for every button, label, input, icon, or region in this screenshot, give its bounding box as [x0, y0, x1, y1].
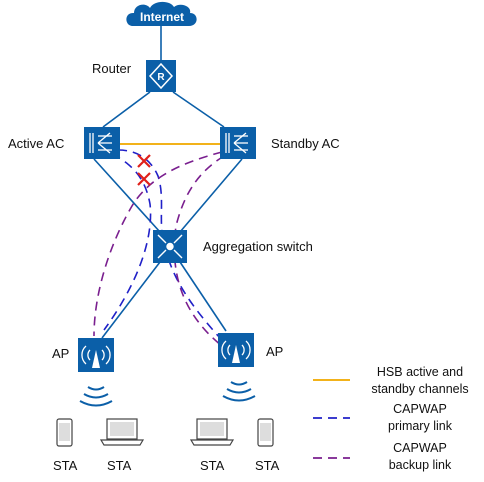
- sta-label: STA: [107, 458, 132, 473]
- phone-icon: [56, 418, 73, 447]
- router-label: Router: [92, 61, 132, 76]
- standby-ac-label: Standby AC: [271, 136, 340, 151]
- legend-backup-line2: backup link: [389, 458, 452, 472]
- active-ac-label: Active AC: [8, 136, 64, 151]
- legend-primary-line2: primary link: [388, 419, 453, 433]
- sta-label: STA: [255, 458, 280, 473]
- ap-left-label: AP: [52, 346, 69, 361]
- primary-link-right-ap: [117, 149, 221, 339]
- active-ac-icon: [84, 127, 120, 159]
- link-failure-marks: [137, 154, 151, 186]
- backup-link-right-ap: [173, 155, 225, 347]
- link-router-active-ac: [102, 91, 151, 128]
- legend: HSB active and standby channels CAPWAP p…: [313, 365, 469, 472]
- legend-hsb-line1: HSB active and: [377, 365, 463, 379]
- router-icon: R: [146, 60, 176, 92]
- backup-link-left-ap: [93, 151, 223, 337]
- link-switch-ap-right: [179, 261, 227, 332]
- link-standby-ac-switch: [179, 158, 243, 233]
- link-active-ac-switch: [93, 158, 161, 233]
- capwap-primary-links: [103, 149, 221, 339]
- wireless-waves-right-icon: [222, 381, 256, 402]
- failure-x-icon: [137, 154, 151, 168]
- standby-ac-icon: [220, 127, 256, 159]
- ap-left-icon: [78, 338, 114, 372]
- ap-right-label: AP: [266, 344, 283, 359]
- sta-label: STA: [200, 458, 225, 473]
- ap-right-icon: [218, 333, 254, 367]
- legend-backup-line1: CAPWAP: [393, 441, 447, 455]
- link-switch-ap-left: [101, 261, 161, 339]
- aggregation-switch-icon: [153, 230, 187, 263]
- legend-hsb-line2: standby channels: [371, 382, 468, 396]
- capwap-backup-links: [93, 151, 225, 347]
- physical-links: [93, 22, 243, 339]
- internet-cloud-icon: [126, 1, 197, 26]
- laptop-icon: [99, 418, 145, 446]
- svg-text:R: R: [157, 72, 165, 83]
- aggregation-switch-label: Aggregation switch: [203, 239, 313, 254]
- laptop-icon: [189, 418, 235, 446]
- wireless-waves-left-icon: [79, 386, 113, 407]
- phone-icon: [257, 418, 274, 447]
- failure-x-icon: [137, 172, 151, 186]
- legend-primary-line1: CAPWAP: [393, 402, 447, 416]
- internet-label: Internet: [140, 10, 184, 24]
- link-router-standby-ac: [172, 91, 225, 128]
- sta-label: STA: [53, 458, 78, 473]
